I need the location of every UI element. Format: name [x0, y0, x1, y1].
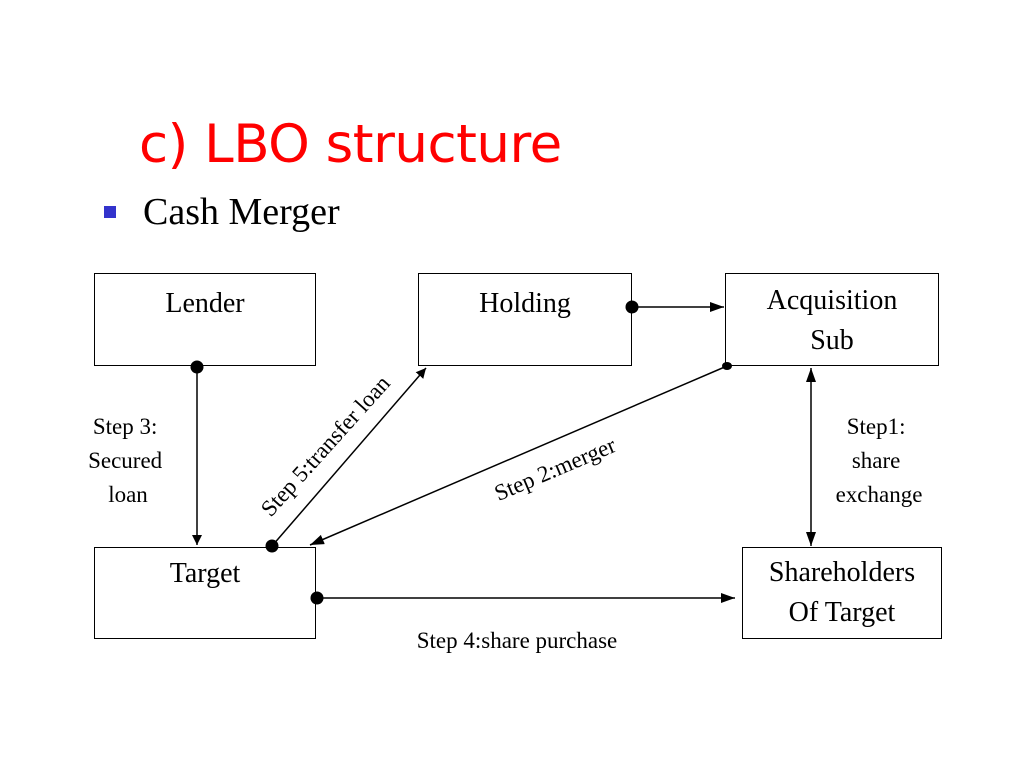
- step3-line-3: loan: [108, 482, 148, 507]
- target-label: Target: [169, 558, 241, 589]
- lender-connector-dot: [190, 360, 204, 374]
- holding-label: Holding: [479, 288, 571, 319]
- step3-arrow: [190, 360, 204, 545]
- bullet-square-icon: [104, 206, 116, 218]
- bullet-text: Cash Merger: [143, 191, 340, 233]
- shareholders-label-line-1: Shareholders: [768, 557, 916, 588]
- step3-label: Step 3: Secured loan: [88, 414, 168, 507]
- holding-connector-dot: [625, 300, 639, 314]
- acquisition-sub-label-line-1: Acquisition: [766, 285, 898, 316]
- step1-line-1: Step1:: [847, 414, 906, 439]
- step2-label: Step 2:merger: [491, 432, 620, 506]
- step1-line-3: exchange: [836, 482, 923, 507]
- step1-label: Step1: share exchange: [836, 414, 923, 507]
- lender-box: Lender: [94, 273, 316, 366]
- acquisition-sub-box: Acquisition Sub: [725, 273, 939, 366]
- step2-arrow: [309, 362, 732, 546]
- bullet-item: Cash Merger: [104, 193, 340, 231]
- shareholders-label-line-2: Of Target: [788, 597, 896, 628]
- holding-to-acquisition-arrow: [625, 300, 724, 314]
- target-step4-dot: [310, 591, 324, 605]
- step4-arrow: [310, 591, 735, 605]
- step5-label: Step 5:transfer loan: [256, 370, 395, 521]
- acquisition-step2-dot: [722, 362, 732, 370]
- holding-box: Holding: [418, 273, 632, 366]
- step4-label: Step 4:share purchase: [417, 628, 618, 653]
- step1-line-2: share: [852, 448, 901, 473]
- acquisition-sub-label-line-2: Sub: [810, 325, 854, 356]
- lender-label: Lender: [165, 288, 245, 319]
- step3-line-1: Step 3:: [93, 414, 158, 439]
- step3-line-2: Secured: [88, 448, 163, 473]
- target-step5-dot: [265, 539, 279, 553]
- slide-title: c) LBO structure: [139, 114, 562, 175]
- target-box: Target: [94, 547, 316, 639]
- step5-arrow: [265, 367, 427, 553]
- shareholders-box: Shareholders Of Target: [742, 547, 942, 639]
